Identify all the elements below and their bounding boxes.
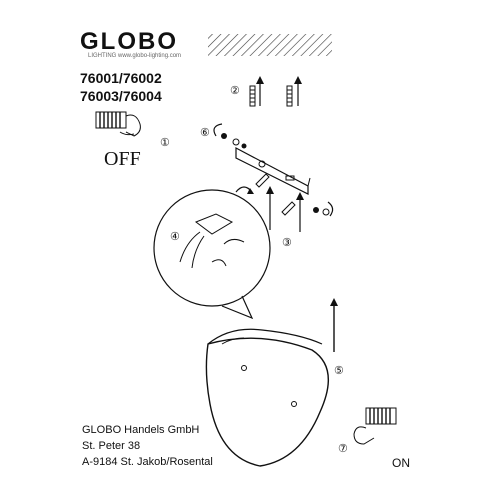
rotate-arrow-icon — [235, 186, 254, 194]
arrow-up-icon — [294, 76, 302, 106]
switch-hand-icon — [353, 407, 397, 445]
switch-hand-icon — [95, 111, 141, 137]
step-number: ④ — [170, 230, 180, 243]
rotate-arrow-icon — [327, 201, 334, 217]
step-number: ③ — [282, 236, 292, 249]
brand-tagline: LIGHTING www.globo-lighting.com — [88, 53, 182, 59]
lamp-shade — [205, 328, 329, 467]
mounting-bracket — [235, 147, 311, 195]
on-label: ON — [392, 456, 410, 470]
ceiling-hatch — [208, 34, 332, 56]
step-number: ⑤ — [334, 364, 344, 377]
arrow-up-icon — [296, 192, 304, 232]
step-number: ② — [230, 84, 240, 97]
arrow-up-icon — [330, 298, 338, 352]
step-number: ① — [160, 136, 170, 149]
wiring-detail-bubble — [153, 189, 271, 320]
model-number: 76001/76002 — [80, 70, 162, 86]
screw-icon — [313, 207, 330, 216]
model-number: 76003/76004 — [80, 88, 162, 104]
dowel-icon — [286, 85, 293, 107]
screw-icon — [221, 133, 247, 149]
arrow-up-icon — [266, 186, 274, 230]
step-number: ⑥ — [200, 126, 210, 139]
screw-icon — [255, 173, 270, 188]
off-label: OFF — [104, 148, 141, 170]
brand-logo: GLOBO — [80, 28, 178, 55]
arrow-up-icon — [256, 76, 264, 106]
step-number: ⑦ — [338, 442, 348, 455]
dowel-icon — [249, 85, 256, 107]
address-line: GLOBO Handels GmbH — [82, 424, 200, 436]
address-line: St. Peter 38 — [82, 440, 141, 452]
address-line: A-9184 St. Jakob/Rosental — [82, 456, 213, 468]
screw-icon — [281, 201, 296, 216]
rotate-arrow-icon — [213, 123, 223, 137]
